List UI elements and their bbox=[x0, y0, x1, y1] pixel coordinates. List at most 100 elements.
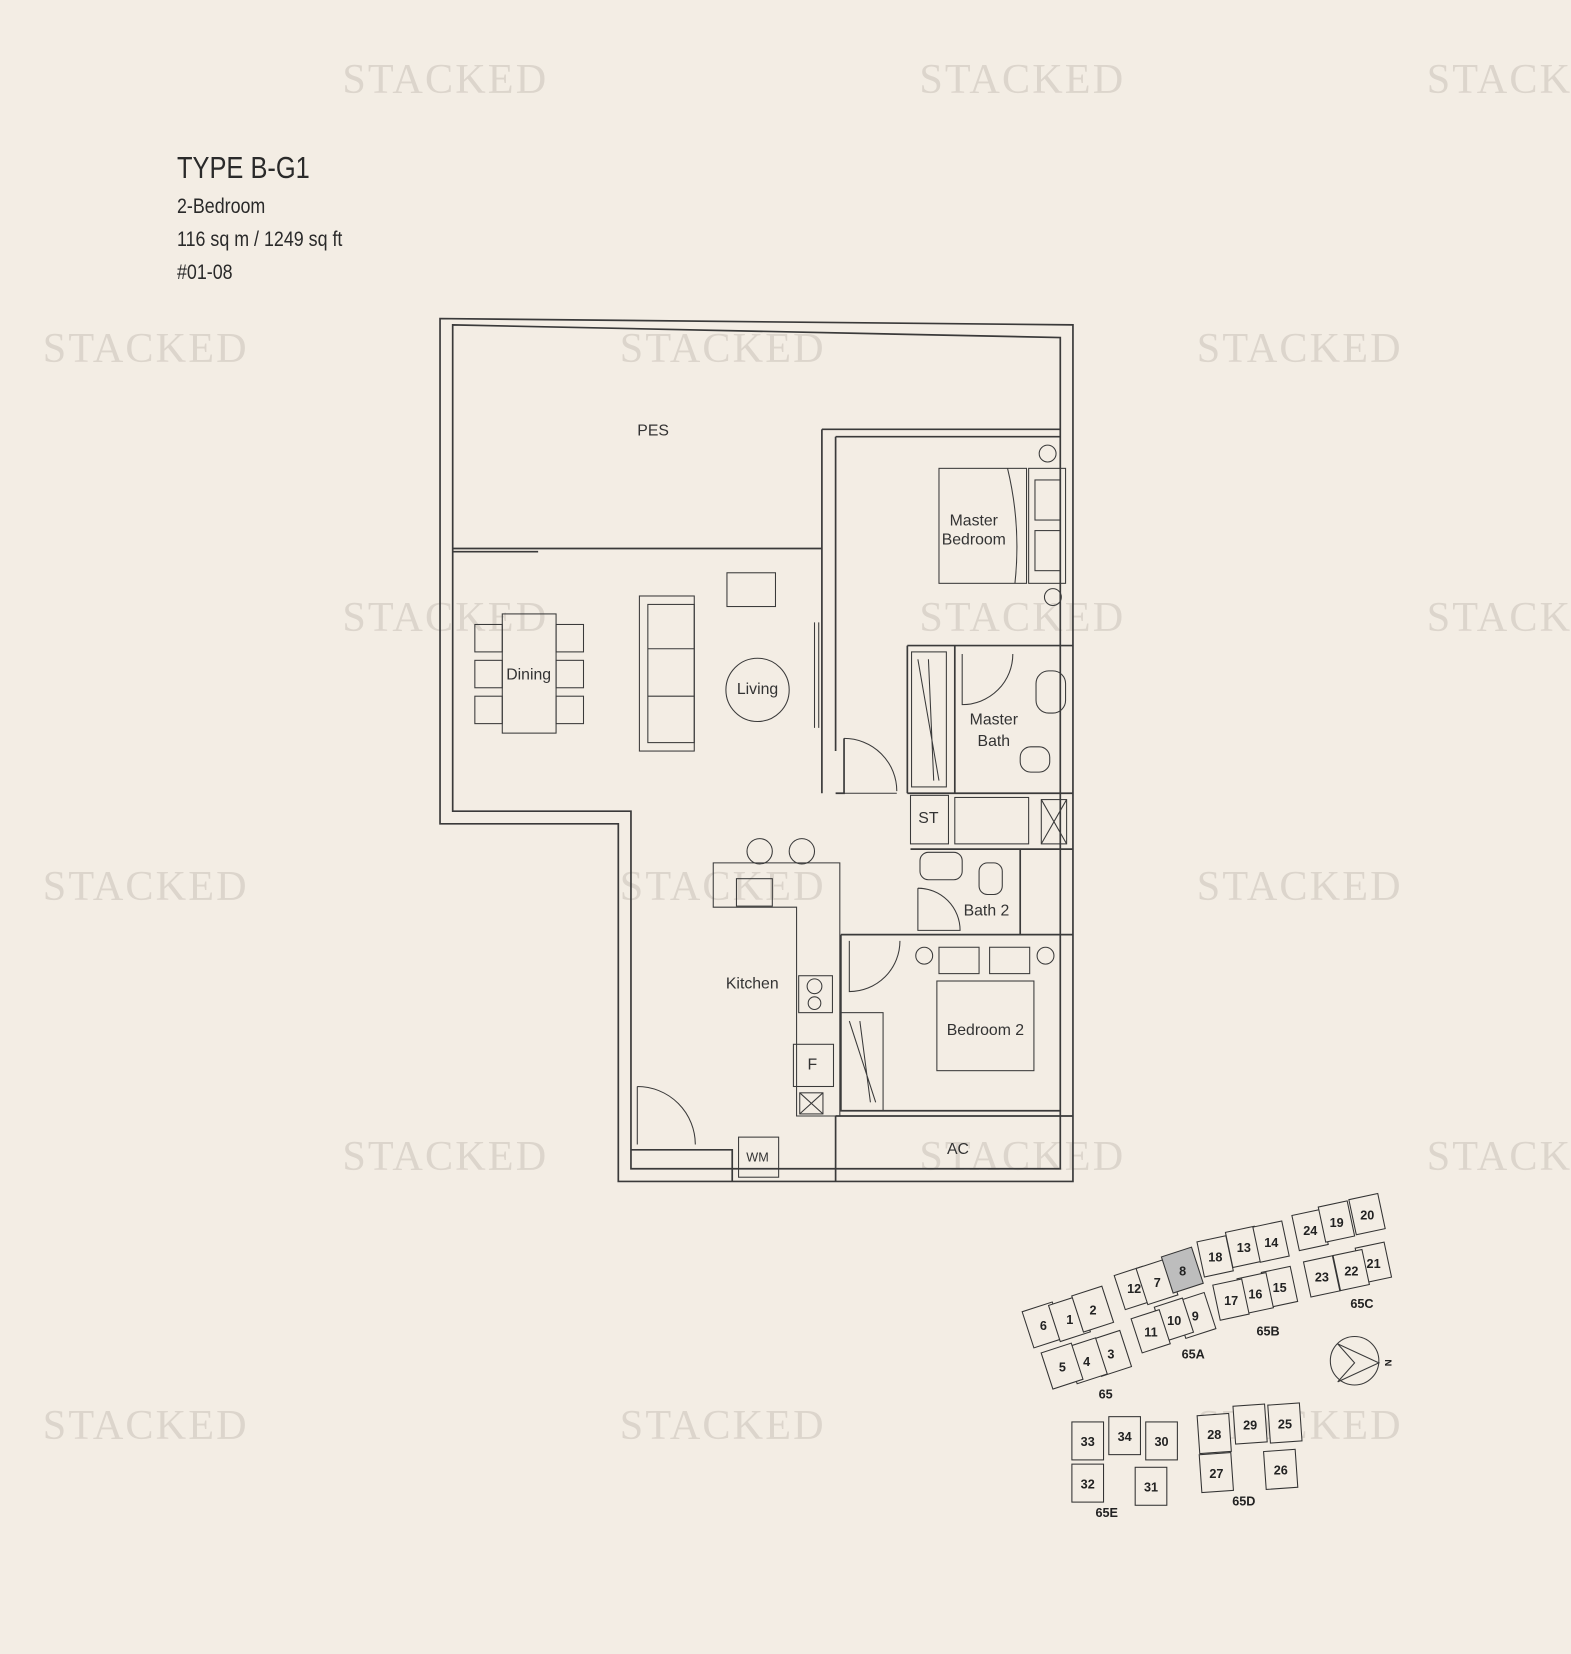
label-washing-machine: WM bbox=[746, 1150, 768, 1164]
unit-number-label: 27 bbox=[1209, 1467, 1223, 1481]
unit-number-label: 8 bbox=[1179, 1264, 1186, 1278]
block-label: 65D bbox=[1232, 1494, 1255, 1508]
key-plan-unit-30: 30 bbox=[1145, 1421, 1178, 1461]
watermark-layer: STACKED STACKED STACKED STACKED STACKED STACK… bbox=[43, 56, 1571, 1449]
key-plan-unit-24: 24 bbox=[1291, 1208, 1329, 1252]
unit-outline bbox=[1348, 1192, 1386, 1236]
unit-number-label: 25 bbox=[1278, 1417, 1292, 1431]
room-label-master-bedroom-2: Bedroom bbox=[942, 531, 1006, 548]
key-plan-unit-14: 14 bbox=[1252, 1220, 1290, 1263]
unit-number-label: 34 bbox=[1118, 1430, 1132, 1444]
key-plan-unit-11: 11 bbox=[1130, 1308, 1171, 1354]
block-label: 65A bbox=[1182, 1348, 1205, 1362]
outer-wall bbox=[439, 317, 1074, 1183]
unit-number-label: 32 bbox=[1081, 1477, 1095, 1491]
key-plan-unit-5: 5 bbox=[1040, 1342, 1084, 1390]
watermark: STACKED bbox=[342, 1133, 548, 1180]
master-bedroom-wall bbox=[821, 428, 1061, 795]
north-label: N bbox=[1382, 1359, 1393, 1366]
room-label-master-bedroom: Master bbox=[950, 512, 998, 529]
unit-outline bbox=[1071, 1463, 1105, 1503]
room-label-kitchen: Kitchen bbox=[726, 975, 779, 992]
key-plan-unit-33: 33 bbox=[1071, 1421, 1105, 1461]
key-plan-unit-18: 18 bbox=[1196, 1235, 1234, 1278]
watermark: STACKED bbox=[43, 1402, 249, 1449]
bedroom-count: 2-Bedroom bbox=[177, 195, 266, 218]
watermark: STACKED bbox=[620, 1402, 826, 1449]
unit-number-label: 1 bbox=[1066, 1313, 1073, 1327]
north-arrow: N bbox=[1329, 1335, 1393, 1386]
block-label: 65B bbox=[1256, 1324, 1279, 1338]
unit-number-label: 9 bbox=[1192, 1310, 1199, 1324]
unit-type-title: TYPE B-G1 bbox=[177, 150, 310, 185]
unit-outline bbox=[1040, 1342, 1084, 1390]
unit-number-label: 15 bbox=[1273, 1281, 1287, 1295]
room-label-living: Living bbox=[737, 681, 778, 698]
block-label: 65C bbox=[1350, 1297, 1373, 1311]
unit-number-label: 16 bbox=[1248, 1288, 1262, 1302]
unit-number-label: 22 bbox=[1344, 1264, 1358, 1278]
watermark: STACKED bbox=[342, 56, 548, 103]
room-label-bedroom2: Bedroom 2 bbox=[947, 1022, 1024, 1039]
unit-number-label: 13 bbox=[1237, 1241, 1251, 1255]
unit-outline bbox=[1263, 1448, 1299, 1491]
unit-number-label: 29 bbox=[1243, 1418, 1257, 1432]
key-plan-unit-13: 13 bbox=[1224, 1225, 1263, 1269]
unit-number-label: 31 bbox=[1144, 1481, 1158, 1495]
key-plan-unit-34: 34 bbox=[1108, 1416, 1141, 1456]
unit-number-label: 14 bbox=[1264, 1236, 1278, 1250]
key-plan-unit-17: 17 bbox=[1212, 1278, 1250, 1321]
living-rug bbox=[725, 657, 790, 723]
unit-number-label: 26 bbox=[1274, 1464, 1288, 1478]
block-label: 65E bbox=[1095, 1506, 1118, 1520]
key-plan-unit-31: 31 bbox=[1134, 1466, 1168, 1506]
master-door bbox=[844, 737, 898, 794]
unit-number-label: 23 bbox=[1315, 1271, 1329, 1285]
watermark: STACKED bbox=[919, 56, 1125, 103]
unit-number-label: 20 bbox=[1360, 1208, 1374, 1222]
room-label-pes: PES bbox=[637, 423, 669, 440]
label-fridge: F bbox=[808, 1057, 818, 1074]
room-label-bath2: Bath 2 bbox=[964, 903, 1010, 920]
watermark: STACKED bbox=[342, 594, 548, 641]
watermark: STACKED bbox=[1197, 325, 1403, 372]
floor-plan bbox=[439, 317, 1074, 1183]
unit-outline bbox=[1332, 1248, 1371, 1292]
unit-number-label: 19 bbox=[1330, 1216, 1344, 1230]
unit-area: 116 sq m / 1249 sq ft bbox=[177, 228, 343, 251]
watermark: STACKED bbox=[1427, 1133, 1571, 1180]
block-label: 65 bbox=[1099, 1388, 1113, 1402]
watermark: STACKED bbox=[1197, 863, 1403, 910]
unit-outline bbox=[1212, 1278, 1250, 1321]
unit-number-label: 2 bbox=[1089, 1303, 1096, 1317]
unit-outline bbox=[1317, 1200, 1356, 1243]
unit-number-label: 21 bbox=[1367, 1257, 1381, 1271]
watermark: STACKED bbox=[919, 594, 1125, 641]
unit-number-label: 24 bbox=[1303, 1224, 1317, 1238]
key-plan-unit-22: 22 bbox=[1332, 1248, 1371, 1292]
unit-outline bbox=[1108, 1416, 1141, 1456]
room-labels: PES Master Bedroom Dining Living Master … bbox=[506, 423, 1024, 1165]
unit-outline bbox=[1130, 1308, 1171, 1354]
watermark: STACKED bbox=[1427, 594, 1571, 641]
watermark: STACKED bbox=[43, 863, 249, 910]
watermark: STACKED bbox=[919, 1133, 1125, 1180]
unit-number-label: 7 bbox=[1154, 1276, 1161, 1290]
unit-outline bbox=[1071, 1285, 1115, 1333]
key-plan-unit-32: 32 bbox=[1071, 1463, 1105, 1503]
unit-number-label: 33 bbox=[1081, 1435, 1095, 1449]
unit-number-label: 4 bbox=[1083, 1355, 1090, 1369]
unit-number-label: 30 bbox=[1155, 1435, 1169, 1449]
unit-number-label: 5 bbox=[1059, 1360, 1066, 1374]
watermark: STACKED bbox=[1427, 56, 1571, 103]
key-plan-unit-23: 23 bbox=[1302, 1255, 1341, 1298]
master-bed bbox=[938, 467, 1028, 584]
unit-number-label: 28 bbox=[1207, 1428, 1221, 1442]
key-plan-unit-19: 19 bbox=[1317, 1200, 1356, 1243]
key-plan-unit-27: 27 bbox=[1198, 1451, 1235, 1494]
unit-outline bbox=[1160, 1246, 1204, 1294]
watermark: STACKED bbox=[43, 325, 249, 372]
key-plan-unit-2: 2 bbox=[1071, 1285, 1115, 1333]
